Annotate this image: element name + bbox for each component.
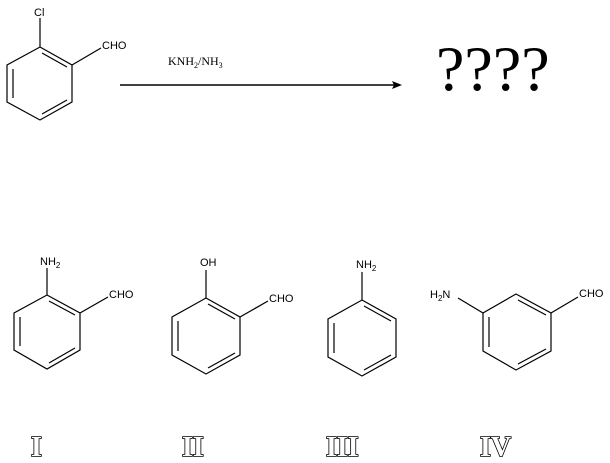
option-label-iv: IV (480, 432, 511, 463)
h2n-label: H2N (430, 289, 450, 303)
cho-label: CHO (102, 40, 127, 52)
benzene-ring (6, 46, 73, 121)
reagent-label: KNH2/NH3 (168, 54, 223, 70)
cho-label: CHO (269, 293, 294, 305)
reaction-arrow (120, 81, 402, 89)
reactant-molecule: Cl CHO (6, 7, 127, 121)
nh2-label: NH2 (356, 259, 377, 273)
option-ii-molecule: OH CHO (171, 257, 294, 375)
cho-label: CHO (109, 289, 134, 301)
unknown-product: ???? (436, 33, 550, 104)
option-label-iii: III (326, 432, 359, 463)
arrowhead-icon (392, 81, 402, 89)
option-iii-molecule: NH2 (327, 259, 397, 377)
option-label-i: I (31, 432, 42, 463)
cho-bond (71, 47, 102, 66)
oh-label: OH (200, 257, 217, 269)
cho-label: CHO (579, 288, 604, 300)
option-i-molecule: NH2 CHO (13, 256, 134, 370)
chlorine-label: Cl (34, 7, 44, 19)
option-iv-molecule: H2N CHO (430, 288, 604, 371)
option-label-ii: II (182, 432, 204, 463)
nh2-label: NH2 (40, 256, 61, 270)
